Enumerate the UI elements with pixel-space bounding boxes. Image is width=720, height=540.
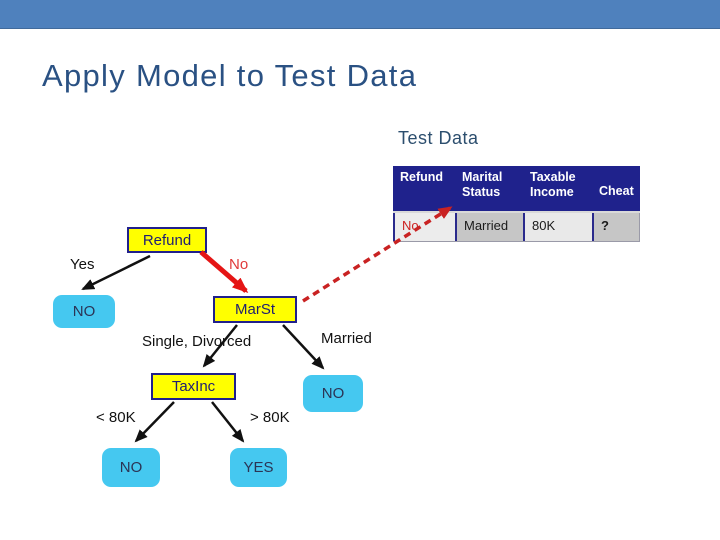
header-cheat: Cheat <box>592 166 640 211</box>
header-marital-line2: Status <box>462 185 501 199</box>
branch-label-married: Married <box>321 330 372 347</box>
branch-label-yes: Yes <box>70 256 95 273</box>
branch-arrow-below-80k <box>134 401 175 443</box>
header-taxable-line1: Taxable <box>530 170 576 184</box>
header-marital-status: Marital Status <box>455 166 523 211</box>
cell-taxable-income: 80K <box>523 213 592 241</box>
table-row: No Married 80K ? <box>393 211 640 242</box>
header-refund: Refund <box>393 166 455 211</box>
header-taxable-income: Taxable Income <box>523 166 592 211</box>
header-cheat-line1: Cheat <box>599 184 634 198</box>
node-marst: MarSt <box>213 296 297 323</box>
test-data-table: Refund Marital Status Taxable Income Che… <box>393 166 640 242</box>
branch-label-single-divorced: Single, Divorced <box>142 333 252 350</box>
header-marital-line1: Marital <box>462 170 503 184</box>
leaf-refund-yes-no: NO <box>53 295 115 328</box>
leaf-married-no: NO <box>303 375 363 412</box>
test-data-label: Test Data <box>398 128 479 148</box>
leaf-below-80k-no: NO <box>102 448 160 487</box>
header-refund-line1: Refund <box>400 170 444 184</box>
node-refund: Refund <box>127 227 207 253</box>
node-taxinc: TaxInc <box>151 373 236 400</box>
cell-refund: No <box>393 213 455 241</box>
branch-label-above-80k: > 80K <box>250 409 290 426</box>
branch-label-below-80k: < 80K <box>96 409 136 426</box>
cell-cheat: ? <box>592 213 640 241</box>
slide-accent-bar <box>0 0 720 29</box>
page-title: Apply Model to Test Data <box>42 58 418 93</box>
table-header-row: Refund Marital Status Taxable Income Che… <box>393 166 640 211</box>
header-taxable-line2: Income <box>530 185 574 199</box>
cell-marital-status: Married <box>455 213 523 241</box>
branch-arrow-married <box>282 324 325 370</box>
branch-arrow-above-80k <box>211 401 245 443</box>
branch-label-no: No <box>229 256 249 273</box>
leaf-above-80k-yes: YES <box>230 448 287 487</box>
